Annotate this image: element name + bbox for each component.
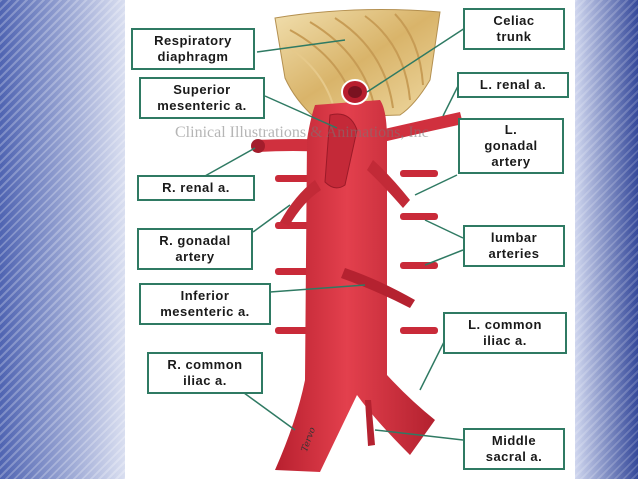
aorta-figure: Clinical Illustrations & Animations, Inc… — [125, 0, 575, 479]
slide-background-right — [575, 0, 638, 479]
slide-background-left — [0, 0, 125, 479]
label-l-renal: L. renal a. — [457, 72, 569, 98]
label-text: iliac a. — [183, 373, 227, 388]
label-text: Inferior — [180, 288, 230, 303]
label-text: Superior — [173, 82, 231, 97]
celiac-trunk-lumen — [348, 86, 362, 98]
label-celiac-trunk: Celiac trunk — [463, 8, 565, 50]
label-text: trunk — [496, 29, 532, 44]
aorta-illustration — [204, 9, 466, 472]
left-gonadal-artery-shape — [367, 160, 410, 208]
label-r-gonadal: R. gonadal artery — [137, 228, 253, 270]
label-r-common-iliac: R. common iliac a. — [147, 352, 263, 394]
diaphragm-shape — [274, 9, 441, 119]
label-text: gonadal — [484, 138, 538, 153]
label-inferior-mesenteric: Inferior mesenteric a. — [139, 283, 271, 325]
label-text: R. common — [167, 357, 243, 372]
label-text: lumbar — [490, 230, 538, 245]
label-l-gonadal: L. gonadal artery — [458, 118, 564, 174]
label-text: R. renal a. — [162, 180, 230, 195]
label-l-common-iliac: L. common iliac a. — [443, 312, 567, 354]
label-text: sacral a. — [485, 449, 543, 464]
right-renal-artery-end — [251, 139, 265, 153]
label-text: Respiratory — [154, 33, 232, 48]
label-text: mesenteric a. — [157, 98, 247, 113]
label-text: R. gonadal — [159, 233, 231, 248]
label-text: Middle — [491, 433, 537, 448]
leader-lines — [204, 27, 466, 441]
inferior-mesenteric-artery-shape — [341, 268, 415, 308]
middle-sacral-artery-shape — [365, 400, 375, 446]
label-text: artery — [491, 154, 531, 169]
left-renal-artery-shape — [380, 112, 463, 142]
label-text: mesenteric a. — [160, 304, 250, 319]
label-text: L. renal a. — [479, 77, 547, 92]
label-r-renal: R. renal a. — [137, 175, 255, 201]
superior-mesenteric-artery-shape — [324, 113, 358, 189]
right-gonadal-artery-shape — [280, 180, 321, 226]
label-text: Celiac — [493, 13, 535, 28]
label-text: L. — [504, 122, 518, 137]
label-text: diaphragm — [157, 49, 229, 64]
label-lumbar-arteries: lumbar arteries — [463, 225, 565, 267]
label-text: iliac a. — [483, 333, 527, 348]
label-middle-sacral: Middle sacral a. — [463, 428, 565, 470]
label-text: arteries — [488, 246, 540, 261]
label-superior-mesenteric: Superior mesenteric a. — [139, 77, 265, 119]
label-respiratory-diaphragm: Respiratory diaphragm — [131, 28, 255, 70]
watermark: Clinical Illustrations & Animations, Inc — [175, 124, 429, 141]
label-text: artery — [175, 249, 215, 264]
label-text: L. common — [468, 317, 542, 332]
